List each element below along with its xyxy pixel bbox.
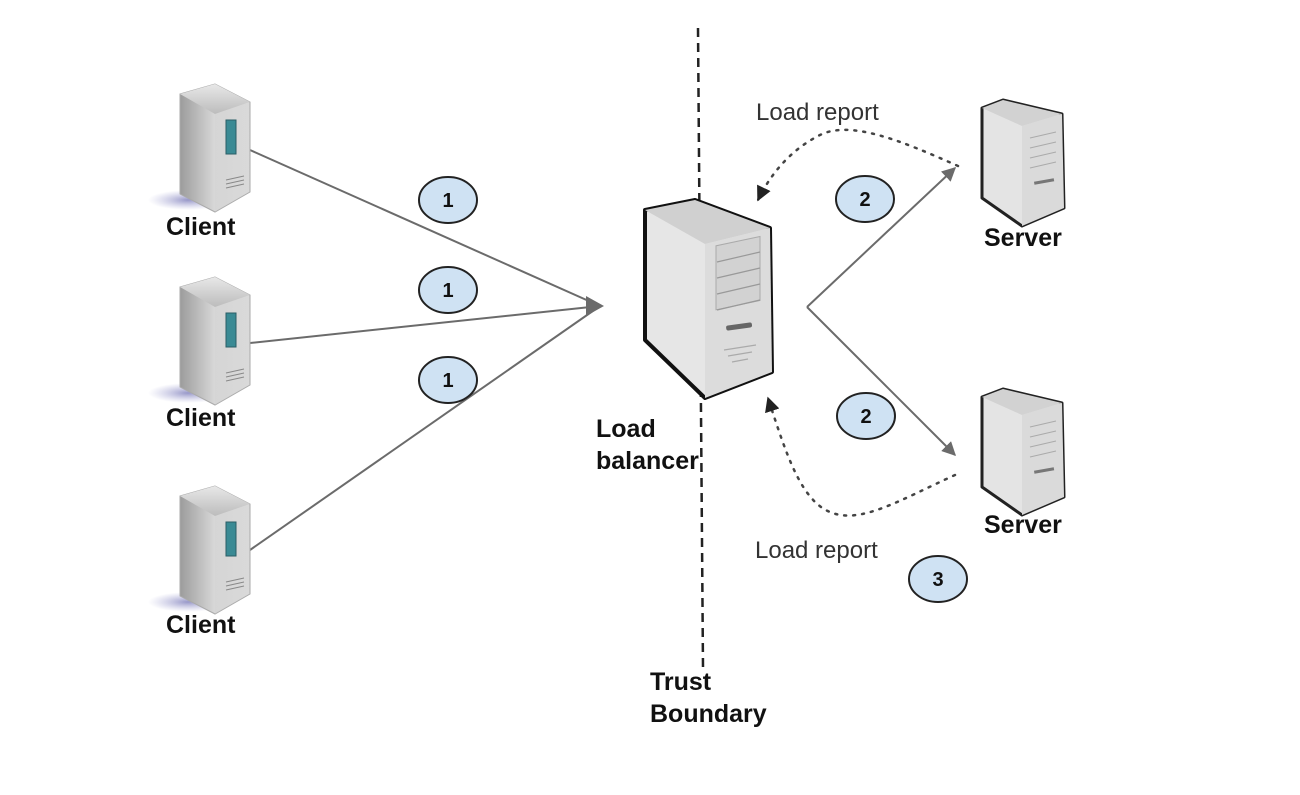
load-report-label-bottom: Load report — [755, 537, 878, 564]
client-label: Client — [166, 611, 236, 639]
client-3[interactable]: Client — [148, 485, 251, 639]
client-request-arrows — [249, 149, 604, 551]
step-badge-number: 3 — [932, 569, 943, 591]
client-2-request-arrow — [249, 305, 601, 344]
step-badge: 1 — [418, 266, 478, 314]
step-badge-number: 2 — [860, 406, 871, 428]
client-1-request-arrow — [249, 149, 601, 307]
step-badge-number: 1 — [442, 190, 453, 212]
load-balancer-arrowhead — [586, 296, 604, 316]
forward-arrows — [806, 167, 957, 456]
server-label: Server — [984, 224, 1062, 252]
forward-arrow-server-2 — [806, 306, 956, 456]
server-2[interactable]: Server — [980, 387, 1066, 539]
client-2[interactable]: Client — [148, 276, 251, 432]
step-badge-number: 2 — [859, 189, 870, 211]
load-report-arrow-1 — [756, 128, 960, 202]
step-badge-number: 1 — [442, 370, 453, 392]
client-label: Client — [166, 213, 236, 241]
load-balancer[interactable]: Load balancer — [596, 198, 774, 475]
load-report-arrow-2 — [765, 396, 957, 517]
load-balancer-label-line1: Load — [596, 415, 656, 443]
client-3-request-arrow — [249, 305, 601, 551]
trust-boundary-label-line2: Boundary — [650, 700, 767, 728]
step-badge: 1 — [418, 356, 478, 404]
client-label: Client — [166, 404, 236, 432]
step-badge: 1 — [418, 176, 478, 224]
step-badge-number: 1 — [442, 280, 453, 302]
load-report-label-top: Load report — [756, 99, 879, 126]
client-window-icon — [225, 312, 237, 348]
server-1[interactable]: Server — [980, 98, 1066, 252]
trust-boundary-label-line1: Trust — [650, 668, 712, 696]
step-badge: 2 — [835, 175, 895, 223]
client-window-icon — [225, 521, 237, 557]
server-label: Server — [984, 511, 1062, 539]
client-window-icon — [225, 119, 237, 155]
client-1[interactable]: Client — [148, 83, 251, 241]
load-balancer-label-line2: balancer — [596, 447, 699, 475]
step-badge: 2 — [836, 392, 896, 440]
step-badge: 3 — [908, 555, 968, 603]
forward-arrow-server-1 — [806, 167, 957, 308]
